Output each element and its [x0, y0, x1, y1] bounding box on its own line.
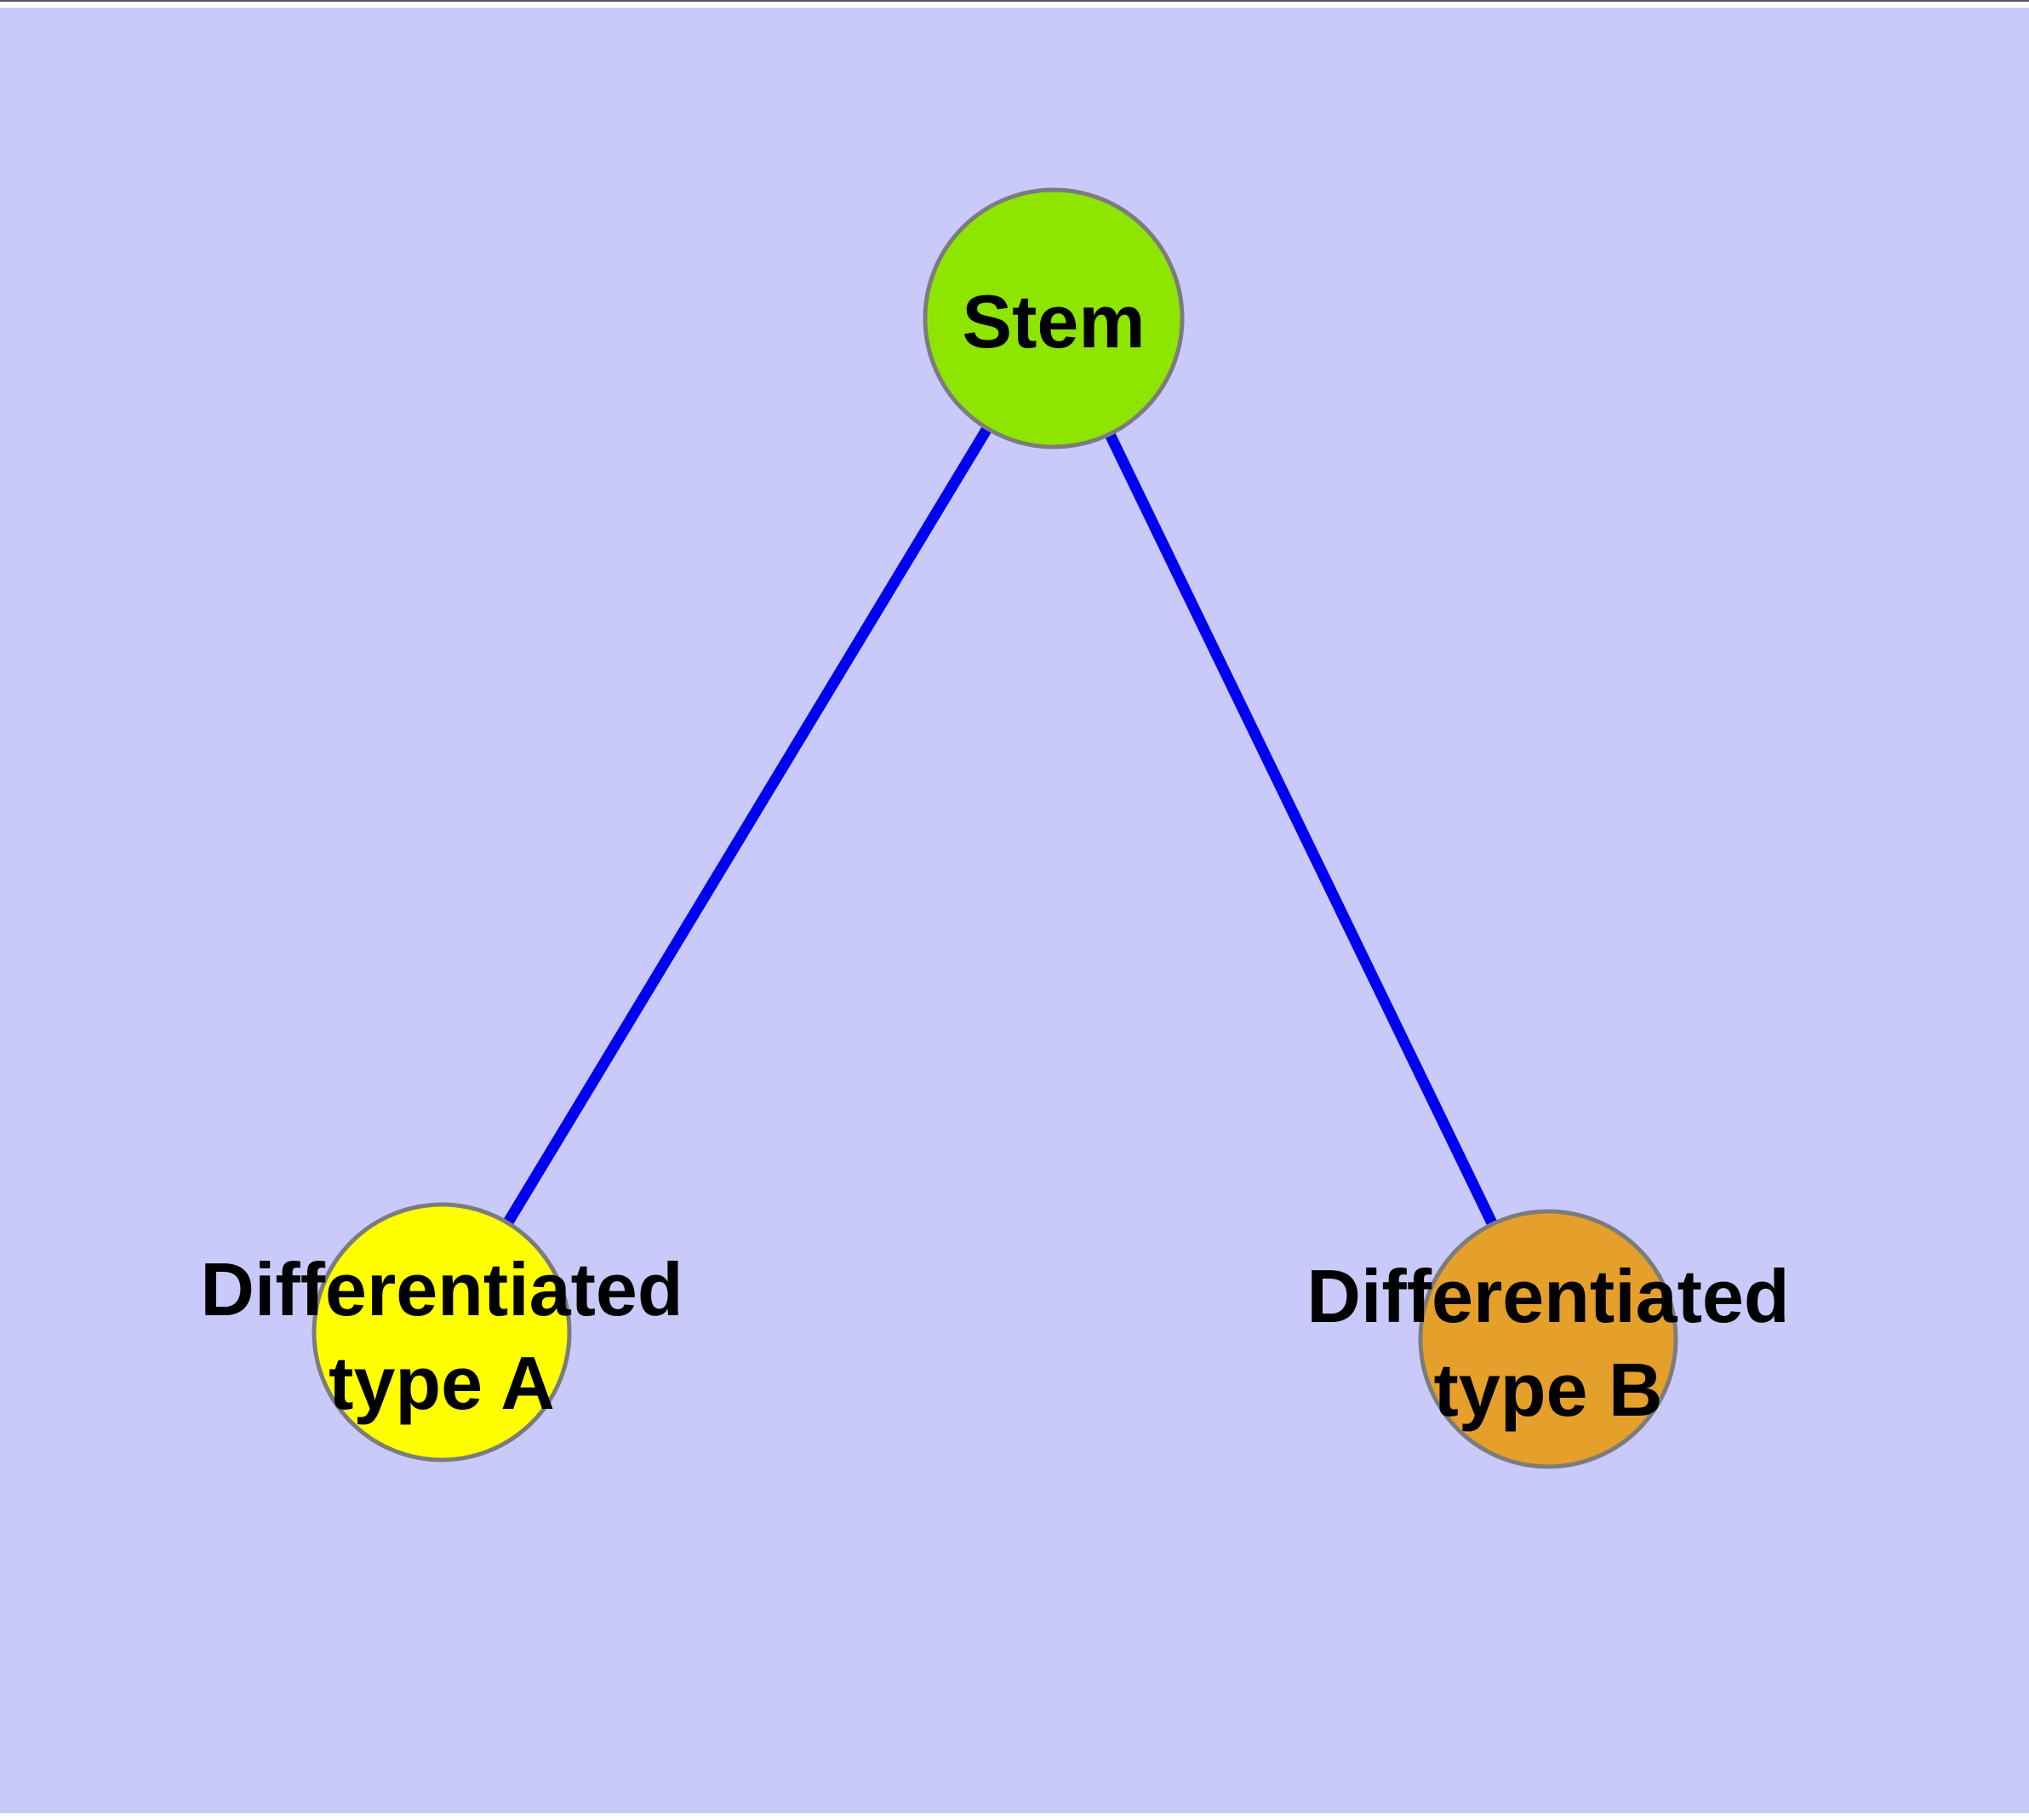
- stem-node-label: Stem: [962, 279, 1145, 363]
- edge-layer: [437, 315, 1553, 1342]
- type-b-node-label-line2: type B: [1434, 1348, 1663, 1432]
- edge-stem-to-type-a: [437, 315, 1059, 1336]
- type-a-node-label-line1: Differentiated: [200, 1247, 683, 1331]
- top-frame-strip: [0, 2, 2029, 8]
- type-b-node-label-line1: Differentiated: [1306, 1254, 1789, 1338]
- type-a-node-label-line2: type A: [329, 1341, 555, 1425]
- top-frame-line: [0, 0, 2029, 2]
- differentiated-type-a-node: [311, 1202, 572, 1462]
- differentiated-type-b-node: [1418, 1209, 1678, 1469]
- bottom-frame-strip: [0, 1813, 2029, 1820]
- node-layer: [311, 187, 1678, 1469]
- edge-stem-to-type-b: [1049, 316, 1553, 1342]
- stem-node: [923, 187, 1185, 449]
- label-layer: Stem Differentiated type A Differentiate…: [200, 279, 1789, 1432]
